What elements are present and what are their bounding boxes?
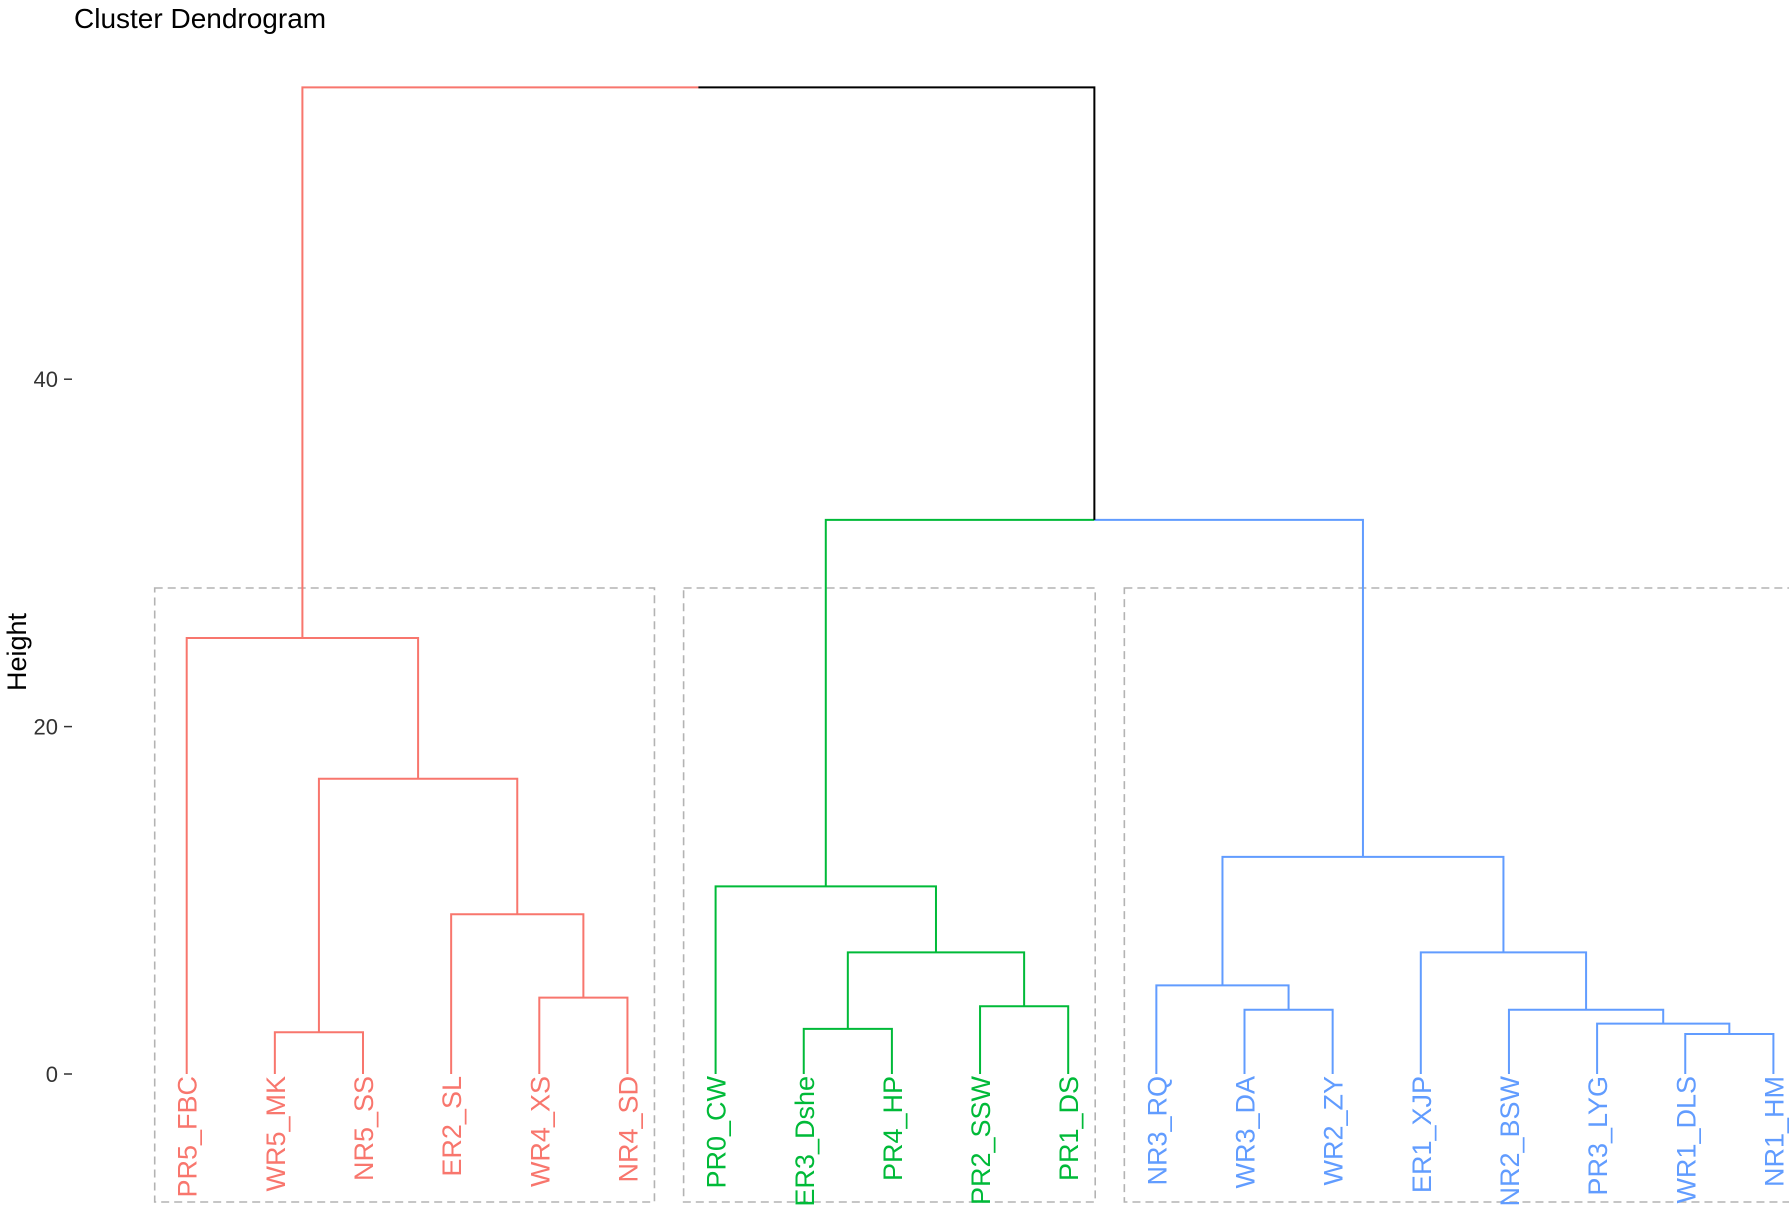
- leaf-label: NR1_HM: [1759, 1076, 1789, 1187]
- leaf-label: PR0_CW: [702, 1075, 732, 1188]
- link-m14: [1507, 1008, 1665, 1074]
- leaf-label: WR4_XS: [525, 1076, 555, 1187]
- leaf-label: PR3_LYG: [1583, 1076, 1613, 1196]
- link-m6: [802, 1027, 893, 1074]
- leaf-label: WR1_DLS: [1671, 1076, 1701, 1204]
- link-m12: [1684, 1033, 1775, 1074]
- leaf-label: ER3_Dshe: [790, 1076, 820, 1207]
- leaf-label: NR4_SD: [613, 1076, 643, 1183]
- y-tick-label-40: 40: [34, 367, 58, 392]
- leaf-label: WR5_MK: [261, 1076, 291, 1192]
- link-m18-right: [698, 86, 1096, 520]
- cluster-box-1: [153, 587, 656, 1203]
- leaf-label: WR2_ZY: [1319, 1076, 1349, 1186]
- link-m11: [1155, 984, 1290, 1074]
- link-m7: [979, 1005, 1070, 1074]
- leaf-label: ER2_SL: [437, 1076, 467, 1177]
- link-m15: [1419, 951, 1588, 1074]
- link-m18-left: [301, 86, 699, 639]
- link-m2: [538, 996, 629, 1074]
- cluster-box-2: [682, 587, 1096, 1203]
- leaf-label: PR5_FBC: [173, 1076, 203, 1198]
- link-m10: [1243, 1008, 1334, 1074]
- leaf-label: WR3_DA: [1231, 1076, 1261, 1189]
- link-m17-right: [1094, 518, 1364, 857]
- leaf-label: NR5_SS: [349, 1076, 379, 1181]
- link-m16: [1221, 855, 1505, 986]
- link-m8: [846, 951, 1026, 1029]
- leaf-label: NR3_RQ: [1142, 1076, 1172, 1186]
- leaf-label: ER1_XJP: [1407, 1076, 1437, 1193]
- link-m9: [714, 885, 937, 1074]
- leaf-labels: PR5_FBC WR5_MK NR5_SS ER2_SL WR4_XS NR4_SD PR0…: [173, 1075, 1789, 1206]
- leaf-label: PR1_DS: [1054, 1076, 1084, 1181]
- y-axis: 0 20 40: [34, 367, 72, 1087]
- chart-title: Cluster Dendrogram: [74, 3, 326, 34]
- link-m17-left: [824, 518, 1095, 887]
- y-axis-label: Height: [2, 612, 32, 691]
- y-tick-label-20: 20: [34, 715, 58, 740]
- link-m13: [1596, 1022, 1731, 1074]
- link-m4: [317, 777, 519, 1033]
- dendrogram-links: [185, 86, 1775, 1074]
- y-tick-label-0: 0: [46, 1062, 58, 1087]
- link-m5: [185, 637, 420, 1074]
- link-m1: [273, 1031, 364, 1074]
- leaf-label: PR4_HP: [878, 1076, 908, 1181]
- leaf-label: NR2_BSW: [1495, 1075, 1525, 1206]
- cluster-boxes: [153, 587, 1789, 1203]
- cluster-box-3: [1123, 587, 1789, 1203]
- link-m3: [450, 913, 585, 1074]
- leaf-label: PR2_SSW: [966, 1075, 996, 1205]
